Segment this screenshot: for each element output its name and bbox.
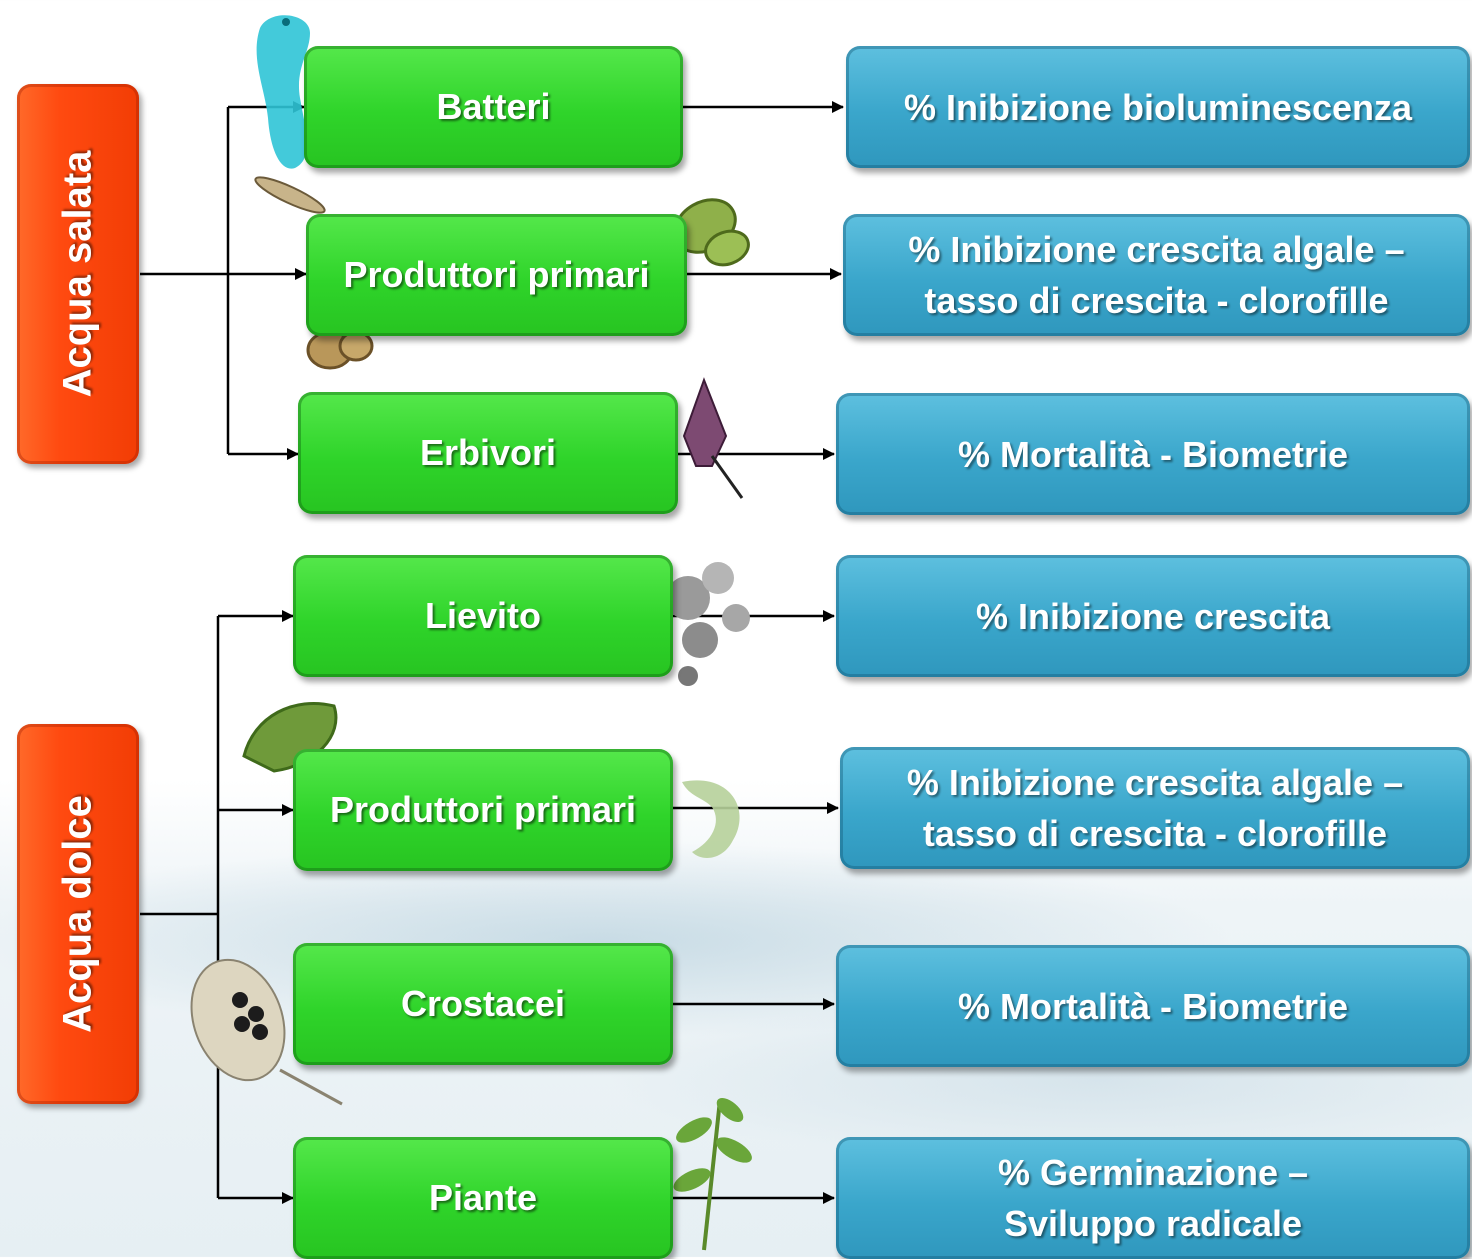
endpoint-bioluminescenza: % Inibizione bioluminescenza [846, 46, 1470, 168]
organism-produttori-primari-dolce: Produttori primari [293, 749, 673, 871]
organism-piante: Piante [293, 1137, 673, 1259]
crescent-alga-image [682, 780, 740, 858]
organism-erbivori: Erbivori [298, 392, 678, 514]
daphnia-image [190, 958, 343, 1106]
plant-image [673, 1098, 752, 1251]
endpoint-line1: % Inibizione crescita algale – [908, 229, 1405, 270]
endpoint-line1: % Inibizione crescita [975, 595, 1331, 637]
organism-label: Piante [428, 1177, 538, 1218]
bacteria-image [256, 15, 310, 169]
endpoint-line1: % Inibizione crescita algale – [906, 762, 1404, 803]
endpoint-line1: % Mortalità - Biometrie [957, 433, 1349, 475]
organism-lievito: Lievito [293, 555, 673, 677]
alga-image [673, 198, 750, 267]
organism-label: Produttori primari [343, 254, 650, 295]
endpoint-line2: Sviluppo radicale [1003, 1203, 1303, 1244]
group-acqua-dolce: Acqua dolce [17, 724, 139, 1104]
endpoint-inibizione-crescita: % Inibizione crescita [836, 555, 1470, 677]
endpoint-crescita-algale-dolce: % Inibizione crescita algale – tasso di … [840, 747, 1470, 869]
organism-batteri: Batteri [304, 46, 683, 168]
endpoint-mortalita-dolce: % Mortalità - Biometrie [836, 945, 1470, 1067]
salata-tree-lines [140, 101, 307, 460]
organism-label: Batteri [436, 86, 551, 127]
group-label: Acqua salata [55, 150, 100, 398]
organism-label: Erbivori [419, 432, 557, 473]
endpoint-line1: % Inibizione bioluminescenza [903, 86, 1413, 128]
endpoint-line1: % Germinazione – [997, 1152, 1309, 1193]
organism-label: Lievito [424, 595, 541, 636]
organism-produttori-primari-salata: Produttori primari [306, 214, 687, 336]
dolce-tree-lines [140, 610, 294, 1204]
endpoint-mortalita-salata: % Mortalità - Biometrie [836, 393, 1470, 515]
endpoint-germinazione: % Germinazione – Sviluppo radicale [836, 1137, 1470, 1259]
cyst-image [306, 330, 374, 370]
organism-label: Produttori primari [329, 789, 637, 830]
yeast-image [666, 562, 750, 686]
endpoint-line2: tasso di crescita - clorofille [924, 280, 1389, 321]
endpoint-crescita-algale-salata: % Inibizione crescita algale – tasso di … [843, 214, 1470, 336]
group-acqua-salata: Acqua salata [17, 84, 139, 464]
endpoint-line1: % Mortalità - Biometrie [957, 985, 1349, 1027]
organism-crostacei: Crostacei [293, 943, 673, 1065]
endpoint-line2: tasso di crescita - clorofille [922, 813, 1388, 854]
group-label: Acqua dolce [55, 795, 100, 1033]
organism-label: Crostacei [400, 983, 566, 1024]
diatom-image [254, 176, 326, 214]
rotifer-image [682, 377, 744, 499]
